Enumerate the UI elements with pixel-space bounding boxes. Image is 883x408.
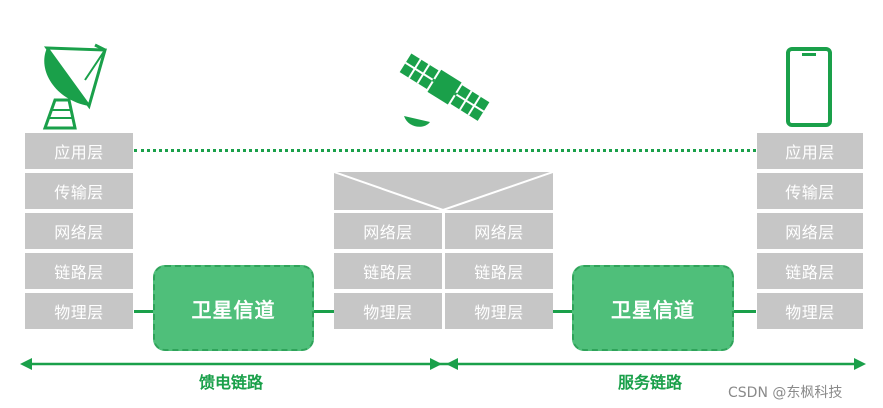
left-link-layer: 链路层 — [25, 253, 133, 289]
right-link-layer: 链路层 — [757, 253, 863, 289]
relay-right-link-layer: 链路层 — [445, 253, 553, 289]
mobile-phone-icon — [786, 47, 832, 127]
left-network-layer: 网络层 — [25, 213, 133, 249]
service-link-label: 服务链路 — [618, 373, 683, 392]
satellite-channel-right: 卫星信道 — [572, 265, 734, 351]
left-transport-layer: 传输层 — [25, 173, 133, 209]
satellite-icon — [399, 53, 490, 127]
right-transport-layer: 传输层 — [757, 173, 863, 209]
feeder-link-label: 馈电链路 — [199, 373, 264, 392]
left-application-layer: 应用层 — [25, 133, 133, 169]
right-application-layer: 应用层 — [757, 133, 863, 169]
relay-right-network-layer: 网络层 — [445, 213, 553, 249]
left-physical-layer: 物理层 — [25, 293, 133, 329]
application-dotted-line — [134, 149, 756, 152]
relay-left-network-layer: 网络层 — [334, 213, 442, 249]
relay-right-physical-layer: 物理层 — [445, 293, 553, 329]
right-network-layer: 网络层 — [757, 213, 863, 249]
satellite-dish-icon — [42, 43, 107, 130]
link-arrows — [20, 358, 866, 370]
right-physical-layer: 物理层 — [757, 293, 863, 329]
relay-left-physical-layer: 物理层 — [334, 293, 442, 329]
satellite-channel-left: 卫星信道 — [153, 265, 314, 351]
watermark: CSDN @东枫科技 — [728, 385, 843, 401]
relay-top-box — [334, 172, 553, 210]
relay-left-link-layer: 链路层 — [334, 253, 442, 289]
